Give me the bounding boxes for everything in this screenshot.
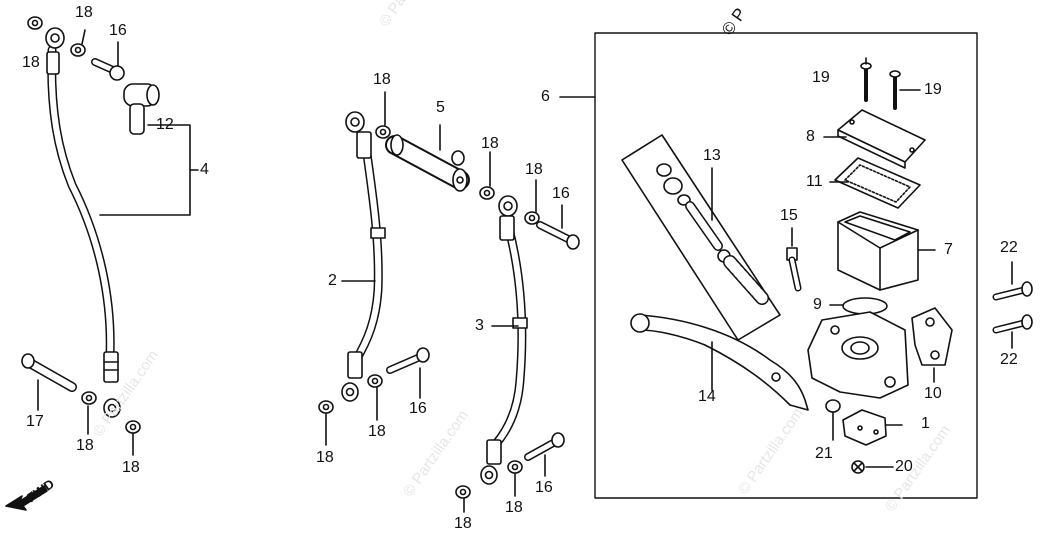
callout-4: 4 — [200, 161, 209, 178]
bolt-17 — [21, 353, 77, 392]
callout-18-k: 18 — [505, 499, 523, 516]
callout-18-e: 18 — [373, 71, 391, 88]
master-cylinder-assembly-box — [594, 32, 978, 499]
lever-bracket — [807, 311, 909, 399]
callout-18-b: 18 — [75, 4, 93, 21]
callout-18-i: 18 — [368, 423, 386, 440]
leader-12-4 — [99, 124, 191, 216]
washer-21 — [825, 399, 841, 413]
callout-15: 15 — [780, 207, 798, 224]
callout-18-a: 18 — [22, 54, 40, 71]
callout-16-right: 16 — [552, 185, 570, 202]
callout-8: 8 — [806, 128, 815, 145]
callout-18-h: 18 — [316, 449, 334, 466]
callout-19-right: 19 — [924, 81, 942, 98]
callout-11: 11 — [806, 173, 823, 190]
callout-1: 1 — [921, 415, 930, 432]
callout-9: 9 — [813, 296, 822, 313]
brake-hose-3 — [480, 195, 528, 485]
brake-lever-14 — [630, 313, 809, 411]
piston-kit-13 — [621, 134, 781, 341]
callout-16-top: 16 — [109, 22, 127, 39]
callout-19-left: 19 — [812, 69, 830, 86]
screws-19 — [860, 62, 901, 110]
callout-22-top: 22 — [1000, 239, 1018, 256]
pivot-bolt-15 — [786, 247, 802, 292]
clamp-10 — [911, 307, 953, 366]
callout-16-bottom: 16 — [535, 479, 553, 496]
screw-20 — [851, 460, 865, 474]
washers-middle — [318, 125, 540, 499]
callout-3: 3 — [475, 317, 484, 334]
callout-18-g: 18 — [525, 161, 543, 178]
leader-18b — [81, 29, 86, 45]
bolts-22 — [992, 281, 1033, 334]
callout-14: 14 — [698, 388, 716, 405]
brake-switch-1 — [842, 409, 887, 446]
o-ring-9 — [842, 297, 888, 315]
callout-10: 10 — [924, 385, 942, 402]
callout-13: 13 — [703, 147, 721, 164]
reservoir-cover-8 — [837, 109, 926, 169]
callout-2: 2 — [328, 272, 337, 289]
master-cylinder-body-7 — [837, 211, 919, 291]
callout-5: 5 — [436, 99, 445, 116]
brake-hose-4 — [45, 27, 121, 418]
forward-arrow-icon — [5, 485, 48, 511]
pipe-joint-5 — [385, 124, 470, 192]
bolts-16-middle — [386, 221, 580, 461]
joint-12 — [123, 83, 160, 135]
bolt-16a — [91, 58, 125, 81]
callout-6: 6 — [541, 88, 550, 105]
callout-7: 7 — [944, 241, 953, 258]
callout-17: 17 — [26, 413, 44, 430]
callout-21: 21 — [815, 445, 833, 462]
callout-16-center: 16 — [409, 400, 427, 417]
callout-18-c: 18 — [76, 437, 94, 454]
callout-18-d: 18 — [122, 459, 140, 476]
callout-20: 20 — [895, 458, 913, 475]
callout-12: 12 — [156, 116, 174, 133]
callout-22-bottom: 22 — [1000, 351, 1018, 368]
washers-left — [27, 16, 141, 434]
diaphragm-11 — [834, 157, 921, 209]
callout-18-f: 18 — [481, 135, 499, 152]
callout-18-j: 18 — [454, 515, 472, 532]
brake-hose-2 — [341, 111, 386, 402]
